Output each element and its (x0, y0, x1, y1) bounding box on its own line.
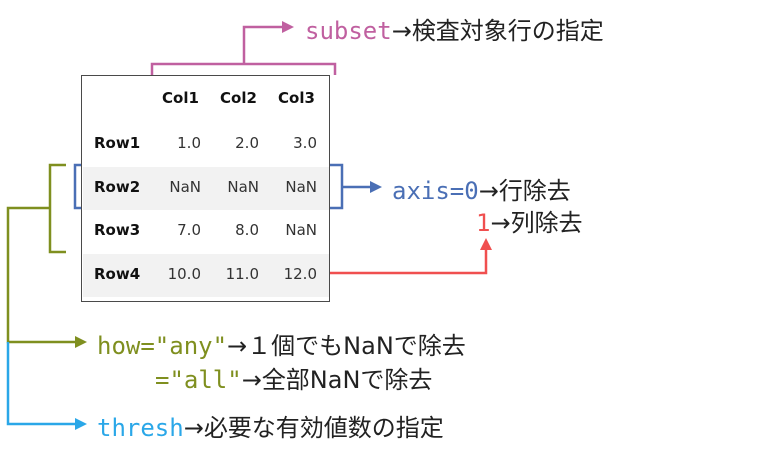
row-label: Row4 (94, 265, 141, 283)
col-header: Col1 (162, 89, 199, 107)
how-param-any: how="any" (97, 332, 228, 360)
subset-bracket (150, 62, 337, 75)
subset-annotation: subset→検査対象行の指定 (305, 11, 604, 46)
col-header: Col2 (220, 89, 257, 107)
table-cell: 2.0 (235, 134, 259, 152)
how-desc-all: →全部NaNで除去 (241, 366, 433, 394)
how-arrow (75, 336, 87, 348)
subset-desc: →検査対象行の指定 (391, 17, 604, 45)
table-cell: 7.0 (177, 221, 201, 239)
axis-param: axis=0 (392, 177, 479, 205)
table-cell: 12.0 (283, 265, 317, 283)
how-desc-any: →１個でもNaNで除去 (227, 332, 466, 360)
col-arrow (480, 238, 492, 250)
how-param-all: ="all" (155, 366, 242, 394)
row-shade-row4 (83, 254, 329, 297)
table-cell: 11.0 (225, 265, 259, 283)
col-header: Col3 (278, 89, 315, 107)
table-cell: 3.0 (293, 134, 317, 152)
table-cell: NaN (169, 178, 201, 196)
row-label: Row1 (94, 134, 141, 152)
thresh-desc: →必要な有効値数の指定 (183, 414, 444, 442)
row-label: Row3 (94, 221, 141, 239)
table-cell: NaN (285, 221, 317, 239)
how-annotation: how="any"→１個でもNaNで除去 (97, 326, 466, 361)
table-cell: 10.0 (167, 265, 201, 283)
table-cell: 1.0 (177, 134, 201, 152)
thresh-connector (6, 342, 75, 426)
axis-desc-cols: →列除去 (490, 209, 583, 237)
table-cell: 8.0 (235, 221, 259, 239)
axis-annotation: axis=0→行除去 (392, 171, 571, 206)
thresh-annotation: thresh→必要な有効値数の指定 (97, 408, 444, 443)
how-bracket (48, 163, 66, 254)
table-cell: NaN (285, 178, 317, 196)
how-annotation-all: ="all"→全部NaNで除去 (155, 360, 432, 395)
subset-connector (242, 25, 282, 64)
row-label: Row2 (94, 178, 141, 196)
col-connector (322, 250, 488, 275)
dataframe-table: Col1 Col2 Col3 Row1 1.0 2.0 3.0 Row2 NaN… (81, 75, 330, 302)
table-cell: NaN (227, 178, 259, 196)
axis-arrow (370, 181, 382, 193)
axis-value-1: 1 (476, 209, 491, 237)
subset-param: subset (305, 17, 392, 45)
thresh-arrow (75, 418, 87, 430)
thresh-param: thresh (97, 414, 184, 442)
how-connector (6, 206, 75, 344)
subset-arrow (282, 21, 294, 33)
row-shade-row2 (83, 167, 329, 210)
axis-desc-rows: →行除去 (478, 177, 571, 205)
axis-annotation-col: 1→列除去 (476, 203, 583, 238)
